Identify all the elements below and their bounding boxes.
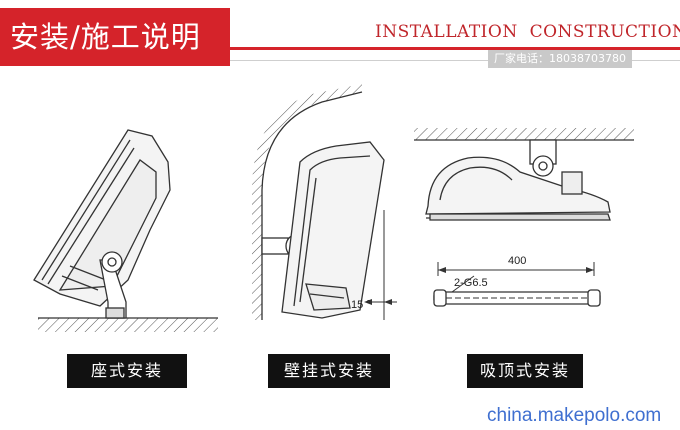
angle-label: 15 °: [351, 299, 371, 311]
header-gray-rule: [230, 60, 680, 61]
floor-mount-drawing: [33, 129, 218, 332]
lamp-label: 2-G6.5: [454, 277, 488, 289]
caption-ceiling-mount: 吸顶式安装: [467, 354, 583, 388]
page-title: 安装/施工说明: [0, 8, 230, 66]
header-red-rule: [230, 47, 680, 50]
phone-badge: 厂家电话：18038703780: [488, 50, 632, 68]
caption-wall-mount: 壁挂式安装: [268, 354, 390, 388]
ceiling-mount-drawing: 400 2-G6.5: [414, 128, 634, 307]
length-label: 400: [508, 255, 526, 267]
wall-mount-drawing: 15 °: [252, 84, 397, 320]
caption-floor-mount: 座式安装: [67, 354, 187, 388]
header: 安装/施工说明 INSTALLATION CONSTRUCTION 厂家电话：1…: [0, 0, 680, 78]
installation-drawings: 15 ° 400 2-G6.5: [33, 84, 634, 332]
english-title: INSTALLATION CONSTRUCTION: [375, 22, 680, 42]
watermark: china.makepolo.com: [487, 405, 662, 426]
